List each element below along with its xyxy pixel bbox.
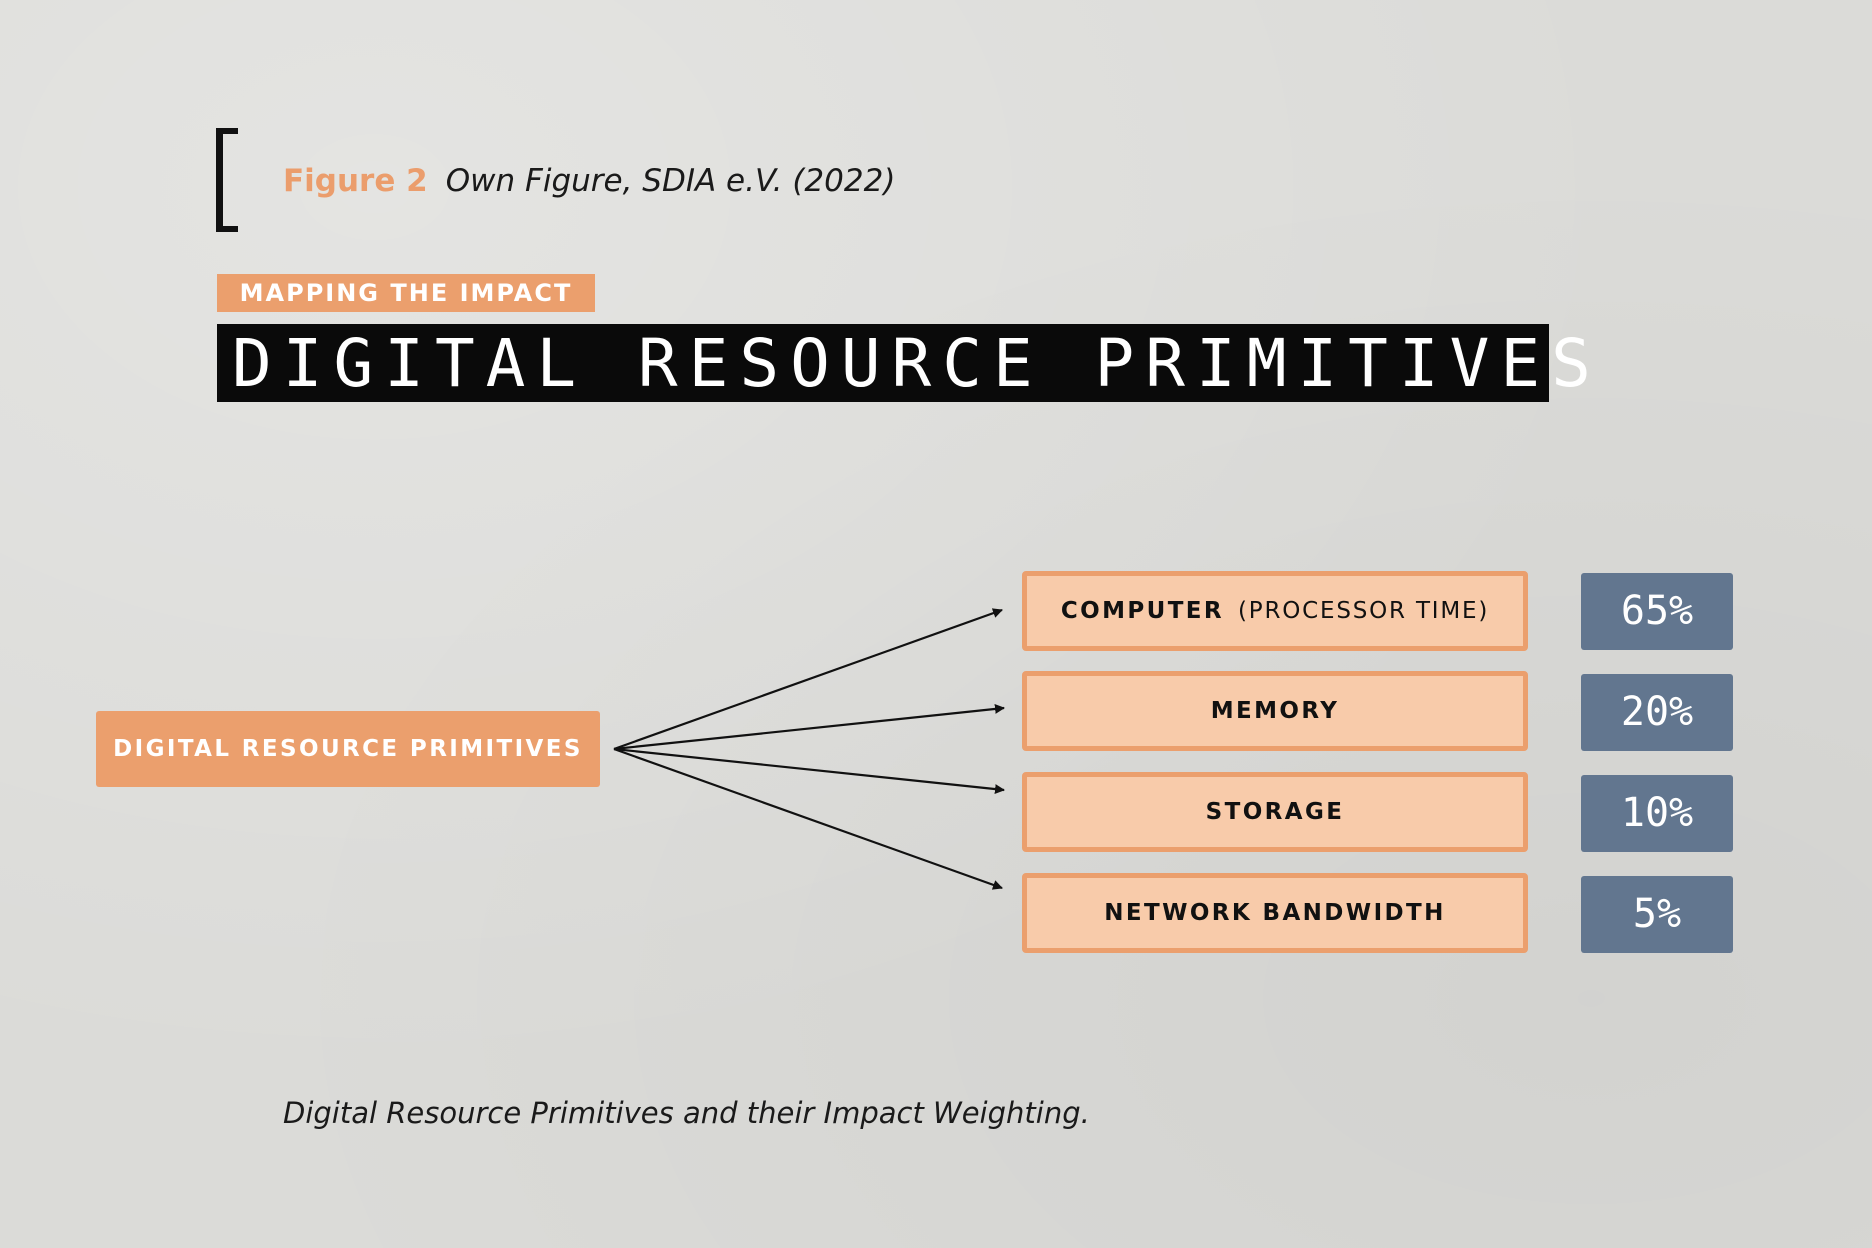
figure-reference: Figure 2 Own Figure, SDIA e.V. (2022) — [283, 156, 895, 204]
title-bar — [217, 324, 1549, 402]
figure-label: Figure 2 — [283, 163, 428, 199]
primitive-detail: (PROCESSOR TIME) — [1238, 598, 1490, 624]
arrow-to-storage — [613, 747, 1005, 795]
arrow-to-network — [613, 747, 1003, 890]
primitive-name: MEMORY — [1210, 698, 1340, 724]
weight-computer: 65% — [1581, 573, 1733, 650]
primitive-network-bandwidth: NETWORK BANDWIDTH — [1022, 873, 1528, 953]
weight-memory: 20% — [1581, 674, 1733, 751]
primitive-name: COMPUTER — [1060, 598, 1225, 624]
source-node: DIGITAL RESOURCE PRIMITIVES — [96, 711, 600, 787]
weight-network-bandwidth: 5% — [1581, 876, 1733, 953]
figure-caption: Digital Resource Primitives and their Im… — [283, 1096, 1090, 1130]
arrow-to-computer — [613, 608, 1003, 751]
section-tag: MAPPING THE IMPACT — [217, 274, 595, 312]
page-title: DIGITAL RESOURCE PRIMITIVES — [232, 325, 1602, 402]
figure-source: Own Figure, SDIA e.V. (2022) — [445, 163, 896, 199]
primitive-name: NETWORK BANDWIDTH — [1104, 900, 1446, 926]
bracket-mark — [216, 128, 238, 232]
primitive-storage: STORAGE — [1022, 772, 1528, 852]
primitive-memory: MEMORY — [1022, 671, 1528, 751]
weight-storage: 10% — [1581, 775, 1733, 852]
arrow-to-memory — [613, 703, 1005, 751]
primitive-computer: COMPUTER (PROCESSOR TIME) — [1022, 571, 1528, 651]
primitive-name: STORAGE — [1205, 799, 1345, 825]
